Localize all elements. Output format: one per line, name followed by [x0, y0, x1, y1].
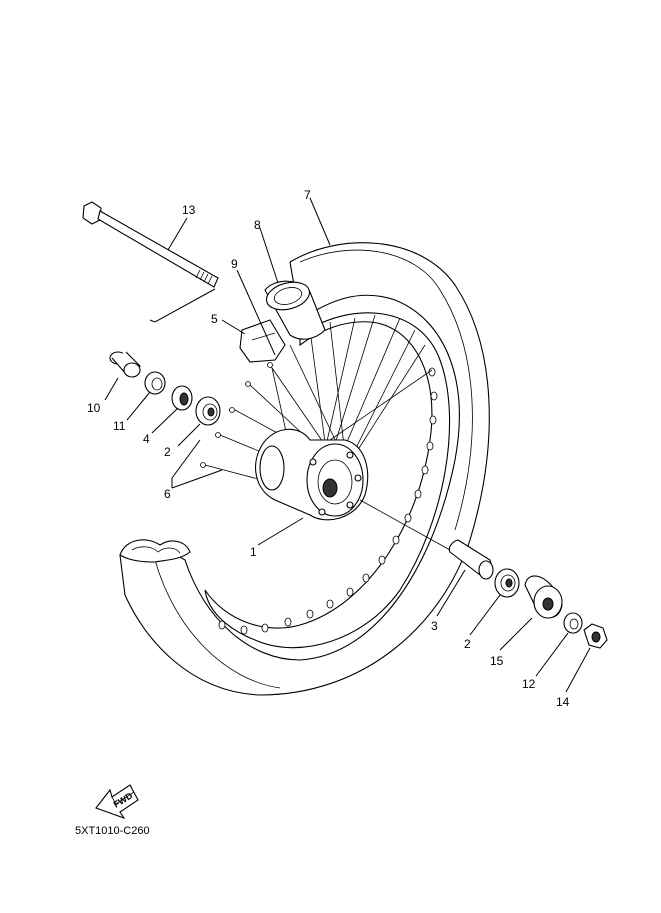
tube[interactable] [263, 278, 326, 340]
callout-2-left: 2 [164, 445, 171, 459]
callout-10: 10 [87, 401, 101, 415]
callout-4: 4 [143, 432, 150, 446]
spacer-3[interactable] [448, 539, 494, 580]
collar-10[interactable] [109, 351, 141, 378]
gear-unit-15[interactable] [524, 575, 563, 619]
callout-14: 14 [556, 695, 570, 709]
callout-2-right: 2 [464, 637, 471, 651]
callout-12: 12 [522, 677, 536, 691]
hub[interactable] [255, 428, 369, 521]
collar-12[interactable] [563, 612, 583, 634]
diagram-code: 5XT1010-C260 [75, 825, 150, 837]
bearing-2-right[interactable] [494, 568, 520, 598]
spoke-holes [218, 367, 438, 635]
callout-9: 9 [231, 257, 238, 271]
callout-13: 13 [182, 203, 196, 217]
callout-15: 15 [490, 654, 504, 668]
callout-6: 6 [164, 487, 171, 501]
callout-8: 8 [254, 218, 261, 232]
callout-3: 3 [431, 619, 438, 633]
tire[interactable] [119, 242, 490, 696]
spacer-4[interactable] [171, 385, 193, 411]
axis-lines [149, 288, 451, 551]
callout-7: 7 [304, 188, 311, 202]
callout-5: 5 [211, 312, 218, 326]
callout-11: 11 [113, 419, 126, 433]
oil-seal-11[interactable] [144, 371, 166, 395]
bearing-2-left[interactable] [195, 396, 221, 426]
fwd-arrow-icon: FWD [95, 784, 139, 820]
callout-1: 1 [250, 545, 257, 559]
leader-lines [104, 197, 591, 693]
rim[interactable] [204, 312, 451, 649]
axle[interactable] [82, 201, 219, 288]
nut-14[interactable] [583, 623, 608, 649]
callout-labels: 13 7 8 9 5 10 11 4 2 6 1 3 2 15 12 14 [87, 188, 570, 709]
